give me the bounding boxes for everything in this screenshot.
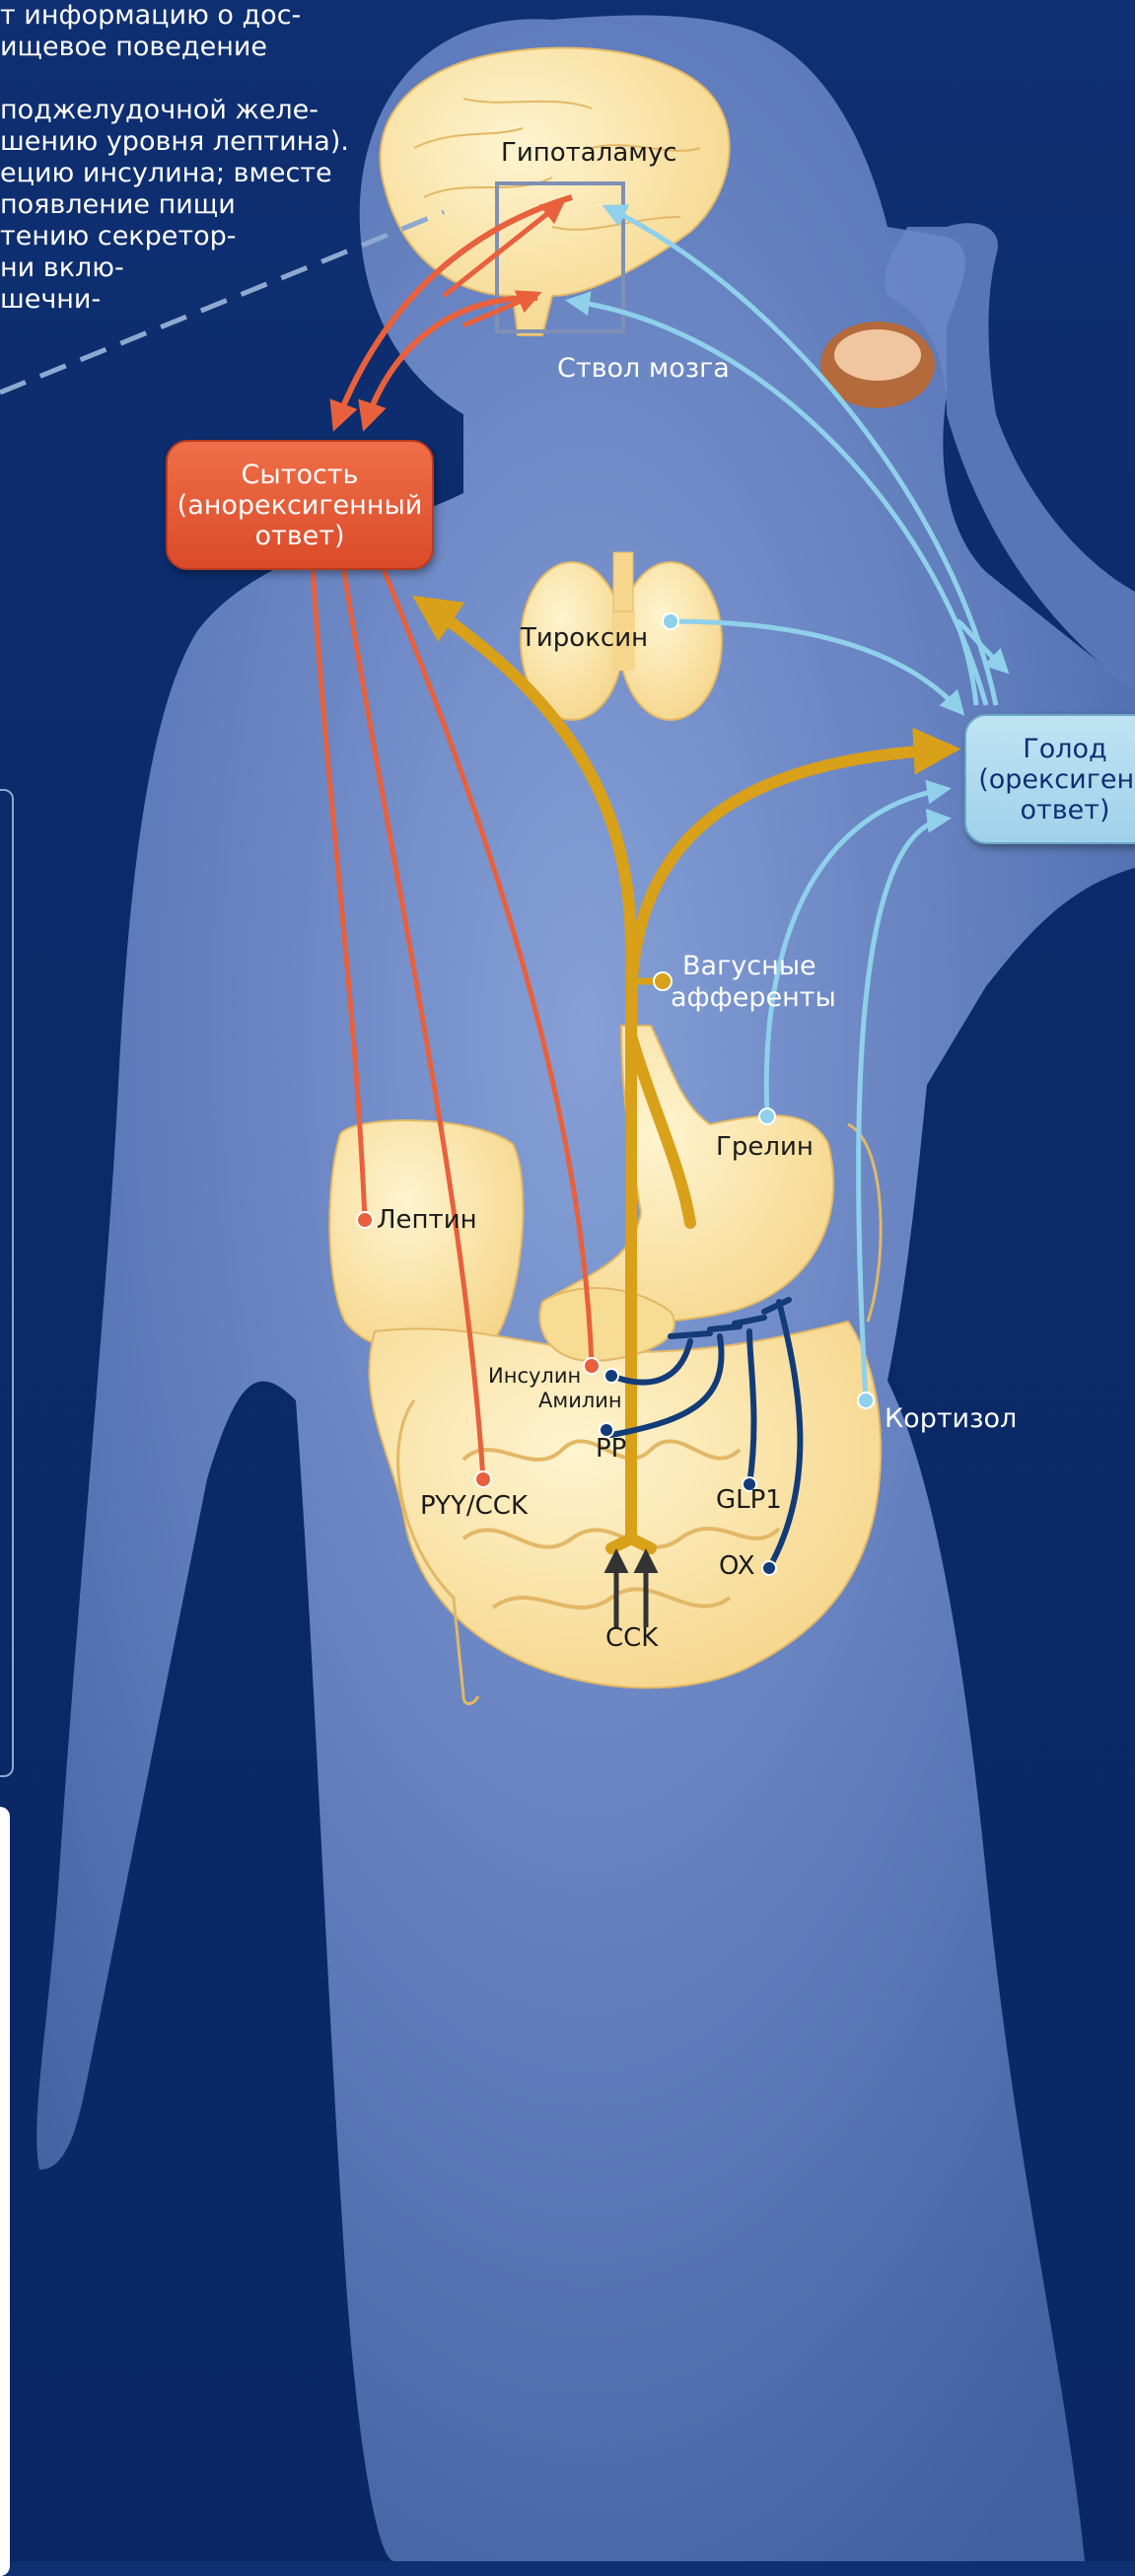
thyroxine-label: Тироксин [521, 623, 648, 653]
intro-line: тению секретор- [0, 221, 394, 252]
intro-line: ецию инсулина; вместе [0, 158, 394, 189]
pp-label: PP [596, 1434, 626, 1464]
pyy-cck-label: PYY/CCK [420, 1491, 528, 1521]
side-panel-white [0, 1807, 10, 2576]
cortisol-label: Кортизол [885, 1403, 1017, 1434]
intro-line [0, 63, 394, 95]
satiety-title: Сытость [168, 460, 432, 490]
insulin-label: Инсулин [488, 1364, 581, 1388]
hunger-subtitle: (орексигенн [966, 764, 1135, 795]
amylin-label: Амилин [538, 1389, 622, 1412]
satiety-subtitle: (анорексигенный [168, 490, 432, 521]
hypothalamus-label: Гипоталамус [501, 138, 677, 168]
intro-text: т информацию о дос- ищевое поведение под… [0, 0, 394, 316]
vagal-label-1: Вагусные [682, 951, 816, 981]
adipose-tissue [329, 1120, 523, 1354]
satiety-box: Сытость (анорексигенный ответ) [166, 440, 434, 570]
ox-label: OX [719, 1551, 755, 1581]
satiety-subtitle: ответ) [168, 521, 432, 551]
intro-line: шению уровня лептина). [0, 126, 394, 158]
vagal-label-2: афференты [671, 982, 836, 1013]
intro-line: поджелудочной желе- [0, 95, 394, 126]
cck-label: CCK [605, 1623, 658, 1653]
intro-line: ни вклю- [0, 252, 394, 284]
intro-line: т информацию о дос- [0, 0, 394, 32]
leptin-label: Лептин [377, 1205, 477, 1235]
hunger-title: Голод [966, 734, 1135, 764]
hunger-box: Голод (орексигенн ответ) [964, 714, 1135, 844]
intro-line: появление пищи [0, 189, 394, 221]
glp1-label: GLP1 [716, 1485, 782, 1515]
brainstem-label: Ствол мозга [557, 353, 730, 384]
intro-line: ищевое поведение [0, 32, 394, 63]
hunger-subtitle: ответ) [966, 795, 1135, 825]
intro-line: шечни- [0, 284, 394, 316]
ghrelin-label: Грелин [716, 1132, 814, 1162]
side-panel-outline [0, 789, 14, 1777]
